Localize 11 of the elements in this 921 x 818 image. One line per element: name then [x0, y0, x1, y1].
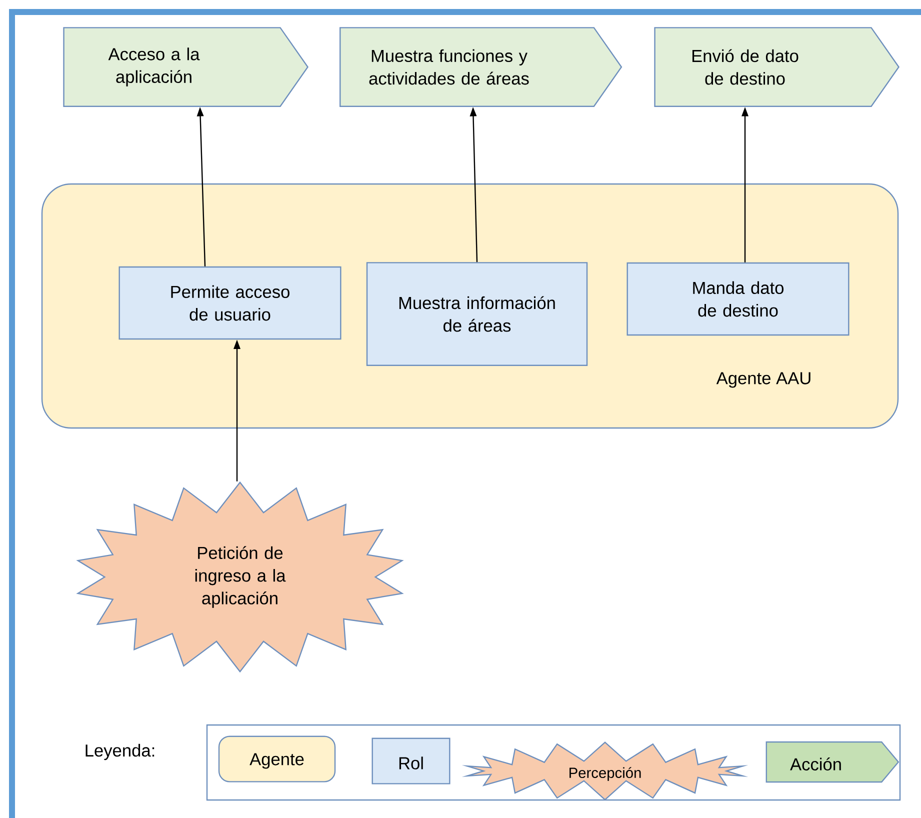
action-box: Acceso a la aplicación — [63, 27, 308, 107]
role-box: Manda dato de destino — [626, 262, 850, 336]
legend-text: Acción — [790, 758, 841, 770]
legend-title: Leyenda: — [86, 744, 154, 760]
legend-text: Rol — [399, 756, 423, 770]
legend-text: Agente — [250, 753, 304, 769]
role-box: Muestra información de áreas — [366, 262, 588, 366]
legend-text: Percepción — [570, 767, 641, 781]
action-box: Envió de dato de destino — [654, 27, 900, 107]
action-box: Muestra funciones y actividades de áreas — [340, 27, 622, 107]
role-box: Permite acceso de usuario — [118, 266, 342, 340]
